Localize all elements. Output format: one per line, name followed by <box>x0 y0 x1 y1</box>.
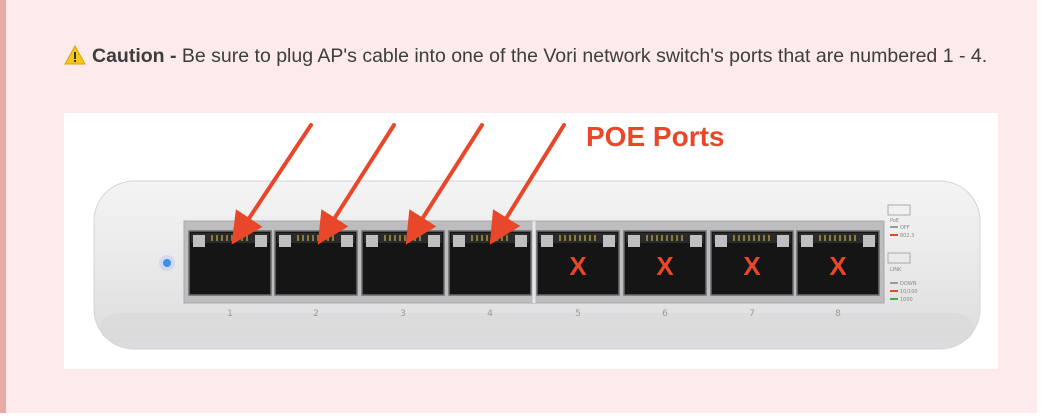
ethernet-port-2 <box>274 230 358 296</box>
non-poe-mark-6: X <box>656 251 674 281</box>
legend-link-100: 10/100 <box>900 289 918 295</box>
led-legend: PoE OFF 802.3 LINK DOWN 10/100 1000 <box>887 204 918 303</box>
poe-ports-label: POE Ports <box>586 121 724 152</box>
switch-illustration: X X X X 1 2 3 4 5 6 7 8 PoE OFF 802.3 LINK DOWN 10… <box>93 121 981 350</box>
legend-link-1000: 1000 <box>900 297 913 303</box>
status-led <box>163 259 171 267</box>
ethernet-port-1 <box>188 230 272 296</box>
ethernet-port-4 <box>448 230 532 296</box>
caution-message: Be sure to plug AP's cable into one of t… <box>181 45 988 67</box>
arrow-port-2 <box>317 123 396 245</box>
port-number-1: 1 <box>227 309 233 319</box>
caution-text: Caution - Be sure to plug AP's cable int… <box>64 38 1004 74</box>
arrow-port-1 <box>231 123 313 245</box>
arrow-port-4 <box>489 123 566 245</box>
ethernet-port-7: X <box>710 230 794 296</box>
port-number-3: 3 <box>400 309 406 319</box>
legend-poe-off: OFF <box>900 225 910 231</box>
port-number-labels: 1 2 3 4 5 6 7 8 <box>227 309 841 319</box>
ethernet-port-6: X <box>623 230 707 296</box>
port-number-2: 2 <box>313 309 319 319</box>
non-poe-mark-8: X <box>829 251 847 281</box>
warning-icon <box>64 45 86 65</box>
legend-link-down: DOWN <box>900 281 917 287</box>
port-number-6: 6 <box>662 309 668 319</box>
port-number-5: 5 <box>575 309 581 319</box>
legend-poe-label: PoE <box>890 218 899 224</box>
ethernet-port-3 <box>361 230 445 296</box>
non-poe-mark-7: X <box>743 251 761 281</box>
ethernet-port-5: X <box>536 230 620 296</box>
caution-label: Caution - <box>92 45 177 67</box>
port-number-4: 4 <box>487 309 493 319</box>
non-poe-mark-5: X <box>569 251 587 281</box>
switch-image: X X X X 1 2 3 4 5 6 7 8 PoE OFF 802.3 LINK DOWN 10… <box>64 113 998 369</box>
poe-arrows <box>231 123 566 245</box>
arrow-port-3 <box>405 123 484 245</box>
legend-poe-8023: 802.3 <box>900 233 914 239</box>
ethernet-port-8: X <box>796 230 880 296</box>
port-number-8: 8 <box>835 309 841 319</box>
port-number-7: 7 <box>749 309 755 319</box>
legend-link-label: LINK <box>890 267 902 273</box>
